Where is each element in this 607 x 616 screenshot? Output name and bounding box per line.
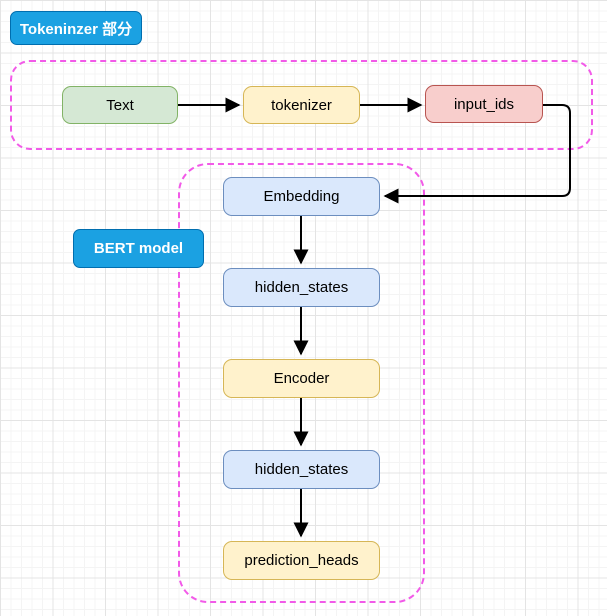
edge-inputids-embedding[interactable] [383, 104, 571, 204]
tokenizer-section-group[interactable] [10, 60, 593, 150]
node-prediction-heads[interactable]: prediction_heads [223, 541, 380, 580]
node-embedding[interactable]: Embedding [223, 177, 380, 216]
tokenizer-section-label[interactable]: Tokeninzer 部分 [10, 11, 142, 45]
node-hidden-states-1[interactable]: hidden_states [223, 268, 380, 307]
node-input-ids[interactable]: input_ids [425, 85, 543, 123]
node-tokenizer[interactable]: tokenizer [243, 86, 360, 124]
bert-model-label[interactable]: BERT model [73, 229, 204, 268]
node-hidden-states-2[interactable]: hidden_states [223, 450, 380, 489]
bert-model-group[interactable] [178, 163, 425, 603]
node-text[interactable]: Text [62, 86, 178, 124]
node-encoder[interactable]: Encoder [223, 359, 380, 398]
